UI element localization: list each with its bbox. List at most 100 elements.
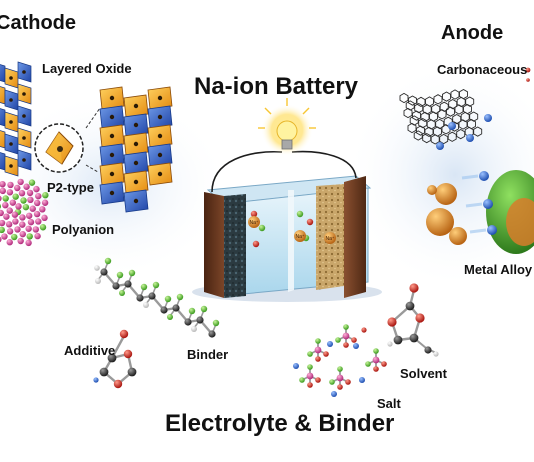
carbon-ring [416, 96, 426, 108]
atom [39, 224, 47, 231]
atom [22, 203, 30, 211]
atom [343, 342, 349, 348]
atom [315, 377, 321, 383]
carbon-atom [112, 282, 120, 290]
carbon-ring [407, 122, 417, 134]
fluorine-atom [104, 257, 112, 265]
atom [365, 361, 371, 367]
cathode-heading: Cathode [0, 12, 76, 34]
atom [19, 214, 26, 221]
carbon-ring [399, 92, 409, 104]
atom [119, 290, 125, 296]
atom [20, 197, 27, 204]
carbon-ring [416, 125, 425, 136]
anode-heading: Anode [441, 22, 504, 44]
carbon-ring [422, 132, 432, 144]
carbon-atom [405, 301, 415, 311]
layered-oxide-structure-left [0, 61, 32, 177]
atom [314, 346, 322, 354]
binder-polymer-chain [94, 257, 220, 338]
fluorine-atom [128, 269, 136, 277]
atom [12, 193, 19, 200]
sodium-ion-label: Na⁺ [325, 236, 334, 242]
atom [373, 366, 379, 372]
atom [22, 92, 26, 96]
atom [351, 337, 357, 343]
sodium-ion [327, 341, 333, 347]
atom [157, 133, 163, 139]
atom [35, 218, 42, 225]
atom [307, 382, 313, 388]
p2-type-label: P2-type [47, 180, 94, 195]
atom [33, 210, 41, 218]
carbon-ring [437, 109, 447, 120]
atom [9, 76, 13, 80]
atom [25, 212, 33, 219]
atom [167, 314, 173, 320]
atom [1, 233, 8, 240]
atom [22, 114, 26, 118]
carbon-atom [100, 268, 108, 276]
atom [18, 189, 26, 197]
atom [109, 95, 115, 101]
hydrogen-atom [387, 341, 393, 347]
atom [9, 142, 13, 146]
salt-label: Salt [377, 396, 401, 411]
alloy-particle [426, 208, 454, 236]
sodium-ion [436, 142, 444, 150]
ion [250, 210, 258, 218]
atom [0, 195, 2, 202]
atom [109, 114, 115, 120]
solvent-molecule [387, 283, 439, 357]
atom [0, 187, 6, 195]
atom [315, 356, 321, 362]
atom [34, 199, 41, 207]
atom [323, 351, 329, 357]
atom [42, 191, 49, 199]
ion [306, 218, 314, 226]
sodium-ion-label: Na⁺ [295, 234, 304, 240]
carbon-ring [458, 119, 468, 130]
additive-molecule [93, 329, 137, 389]
carbon-atom [196, 316, 204, 324]
atom [315, 338, 321, 344]
sodium-ion [359, 377, 365, 383]
polyanion-structure [0, 178, 49, 247]
hydrogen-atom [433, 351, 439, 357]
atom [329, 379, 335, 385]
atom [26, 233, 33, 240]
layered-oxide-label: Layered Oxide [42, 61, 132, 76]
motion-trail [465, 202, 483, 208]
sodium-ion [484, 114, 492, 122]
carbon-ring [420, 111, 430, 123]
sodium-ion [294, 230, 306, 242]
carbon-atom [393, 335, 403, 345]
atom [109, 190, 115, 196]
carbon-ring [439, 133, 449, 145]
atom [6, 207, 13, 214]
polyanion-label: Polyanion [52, 222, 115, 237]
carbon-ring [430, 134, 440, 145]
solvent-label: Solvent [400, 366, 447, 381]
carbonaceous-structure [399, 67, 531, 150]
atom [157, 152, 163, 158]
atom [343, 324, 349, 330]
atom [133, 160, 139, 166]
atom [299, 377, 305, 383]
electrolyte-binder-heading: Electrolyte & Binder [165, 410, 395, 437]
atom [11, 211, 19, 218]
atom [157, 114, 163, 120]
hydrogen-atom [94, 265, 100, 271]
atom [3, 213, 10, 220]
p2-type-structure [99, 86, 173, 213]
atom [526, 78, 530, 82]
atom [2, 195, 9, 202]
atom [22, 136, 26, 140]
atom [5, 221, 13, 228]
atom [6, 228, 14, 235]
atom [25, 239, 32, 247]
alloy-particle [449, 227, 467, 245]
ion [252, 240, 260, 248]
